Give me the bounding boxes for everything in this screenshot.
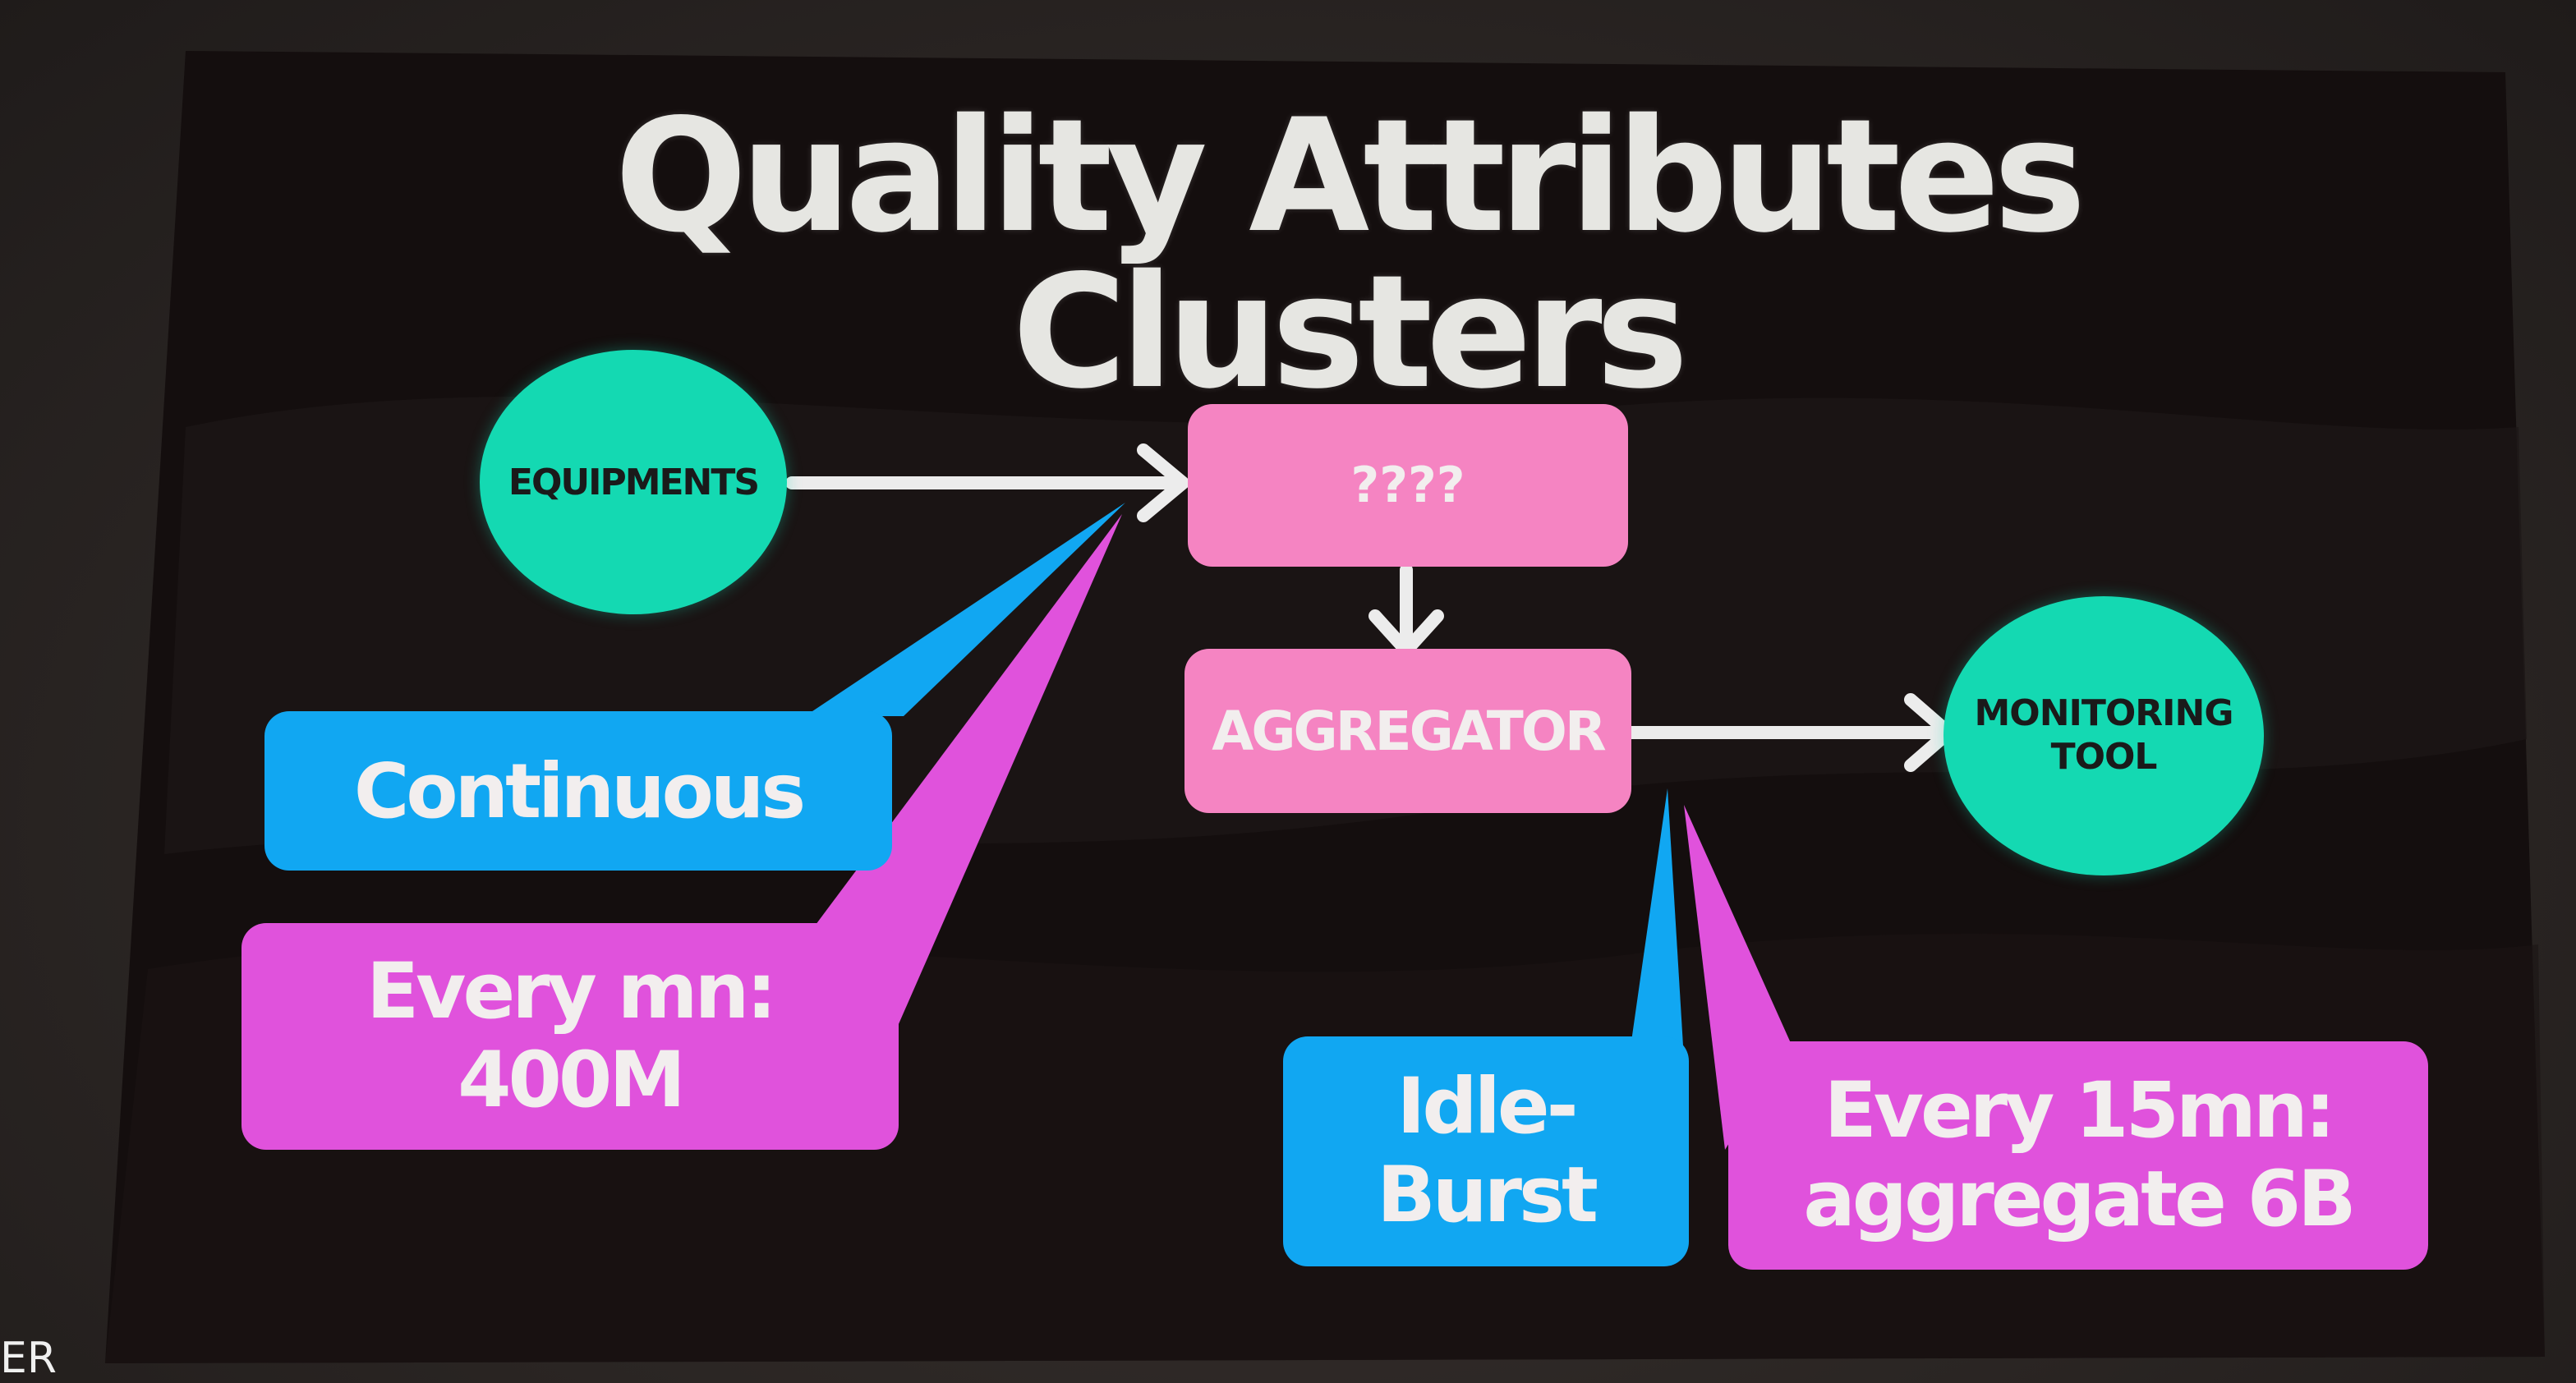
callout-tail-continuous — [805, 503, 1125, 716]
callout-continuous: Continuous — [264, 711, 892, 871]
callout-every-mn: Every mn: 400M — [242, 923, 899, 1150]
callout-tail-every-mn — [813, 514, 1122, 1032]
slide-title: Quality Attributes Clusters — [614, 85, 2086, 423]
callout-every-mn-label: Every mn: 400M — [366, 946, 777, 1125]
callout-idle-burst: Idle- Burst — [1283, 1036, 1689, 1266]
callout-tail-idle-burst — [1631, 788, 1684, 1059]
monitoring-tool-label: MONITORING TOOL — [1974, 692, 2234, 778]
unknown-component-box: ???? — [1188, 404, 1628, 567]
corner-text: ER — [0, 1334, 57, 1383]
arrow-equipments-to-unknown — [785, 443, 1189, 522]
equipments-label: EQUIPMENTS — [508, 461, 760, 503]
equipments-node: EQUIPMENTS — [480, 350, 787, 614]
callout-every-15mn: Every 15mn: aggregate 6B — [1728, 1041, 2428, 1270]
aggregator-box: AGGREGATOR — [1184, 649, 1631, 813]
unknown-label: ???? — [1350, 457, 1465, 514]
callout-every-15mn-label: Every 15mn: aggregate 6B — [1803, 1065, 2356, 1244]
callout-idle-burst-label: Idle- Burst — [1377, 1061, 1598, 1240]
aggregator-label: AGGREGATOR — [1212, 699, 1606, 763]
callout-continuous-label: Continuous — [353, 747, 806, 835]
monitoring-tool-node: MONITORING TOOL — [1944, 596, 2264, 875]
